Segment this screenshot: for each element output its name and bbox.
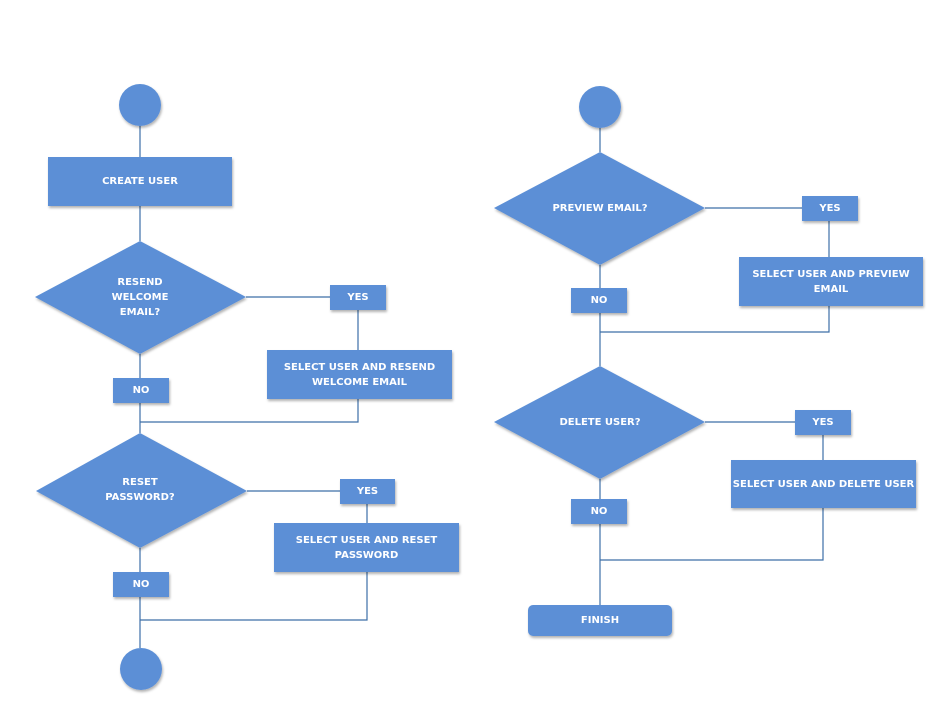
resend-yes-label: YES [347, 292, 369, 303]
delete-yes-box [795, 410, 851, 435]
delete-user-decision [494, 366, 705, 479]
reset-yes-box [340, 479, 395, 504]
reset-action-label: SELECT USER AND RESET PASSWORD [295, 534, 438, 561]
delete-yes-label: YES [812, 417, 834, 428]
create-user-label: CREATE USER [102, 176, 178, 187]
preview-no-box [571, 288, 627, 313]
preview-yes-box [802, 196, 858, 221]
reset-password-decision [36, 433, 247, 548]
resend-action-label: SELECT USER AND RESEND WELCOME EMAIL [283, 361, 436, 388]
start-circle-right [579, 86, 621, 128]
reset-password-label: RESET PASSWORD? [105, 477, 175, 503]
resend-yes-box [330, 285, 386, 310]
preview-yes-label: YES [819, 203, 841, 214]
resend-welcome-label: RESEND WELCOME EMAIL? [111, 276, 169, 318]
delete-no-box [571, 499, 627, 524]
connectors-left [139, 126, 368, 648]
resend-no-box [113, 378, 169, 403]
delete-action-label: SELECT USER AND DELETE USER [732, 478, 915, 490]
start-circle-left [119, 84, 161, 126]
reset-no-box [113, 572, 169, 597]
preview-no-label: NO [590, 295, 608, 306]
preview-action-label: SELECT USER AND PREVIEW EMAIL [752, 268, 910, 295]
reset-no-label: NO [132, 579, 150, 590]
preview-email-label: PREVIEW EMAIL? [552, 202, 648, 214]
finish-box [528, 605, 672, 636]
resend-action-box [267, 350, 452, 399]
delete-action-box [731, 460, 916, 508]
connectors-right [599, 128, 830, 605]
finish-label: FINISH [580, 615, 620, 626]
create-user-box [48, 157, 232, 206]
delete-no-label: NO [590, 506, 608, 517]
end-circle-left [120, 648, 162, 690]
reset-action-box [274, 523, 459, 572]
reset-yes-label: YES [356, 486, 379, 497]
resend-no-label: NO [132, 385, 150, 396]
delete-user-label: DELETE USER? [559, 416, 641, 428]
preview-email-decision [494, 152, 705, 265]
preview-action-box [739, 257, 923, 306]
resend-welcome-decision [35, 241, 246, 354]
